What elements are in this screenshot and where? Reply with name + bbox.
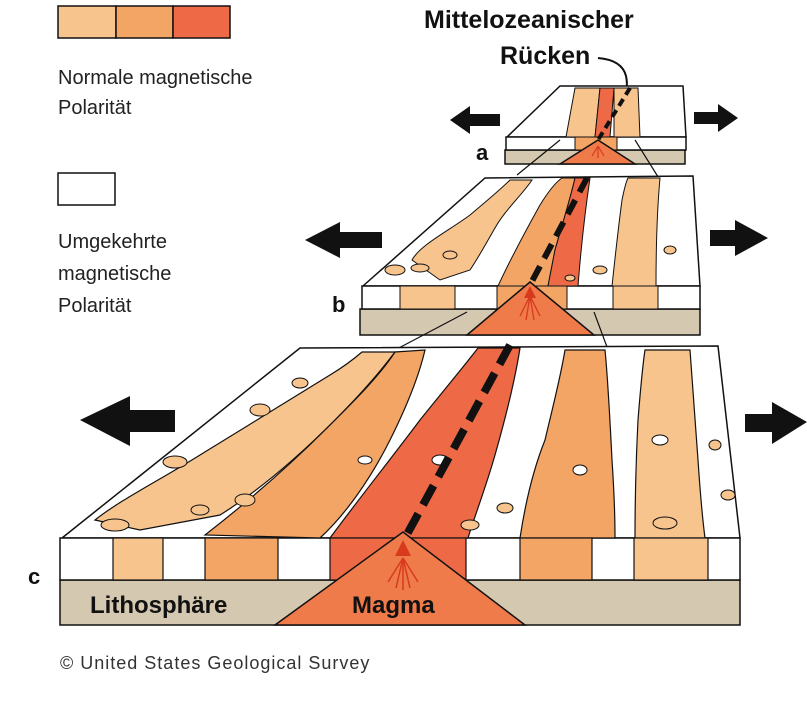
stage-a-label: a: [476, 140, 489, 165]
legend-reversed-line2: magnetische: [58, 263, 171, 285]
legend: Normale magnetische Polarität Umgekehrte…: [57, 5, 253, 317]
legend-reversed-line1: Umgekehrte: [58, 231, 167, 253]
arrow-left-icon: [450, 106, 500, 134]
ridge-title-line1: Mittelozeanischer: [424, 6, 634, 34]
arrow-right-icon: [694, 104, 738, 132]
arrow-right-icon: [745, 402, 807, 444]
block-stage-b: b: [332, 175, 701, 336]
legend-normal-line1: Normale magnetische: [58, 67, 253, 89]
arrow-right-icon: [710, 220, 768, 256]
lithosphere-label: Lithosphäre: [90, 592, 227, 619]
ridge-title: Mittelozeanischer Rücken: [424, 6, 634, 101]
block-stage-c: Lithosphäre Magma c: [28, 343, 741, 626]
ridge-title-line2: Rücken: [500, 42, 590, 70]
legend-normal-swatch: [57, 5, 231, 39]
stage-c-label: c: [28, 564, 40, 589]
arrow-left-icon: [80, 396, 175, 446]
legend-reversed-line3: Polarität: [58, 295, 132, 317]
legend-reversed-swatch: [57, 172, 116, 206]
magma-label: Magma: [352, 592, 435, 619]
stage-b-label: b: [332, 292, 345, 317]
arrow-left-icon: [305, 222, 382, 258]
legend-normal-line2: Polarität: [58, 97, 132, 119]
copyright-notice: © United States Geological Survey: [60, 653, 371, 673]
block-stage-a: a: [476, 85, 687, 165]
